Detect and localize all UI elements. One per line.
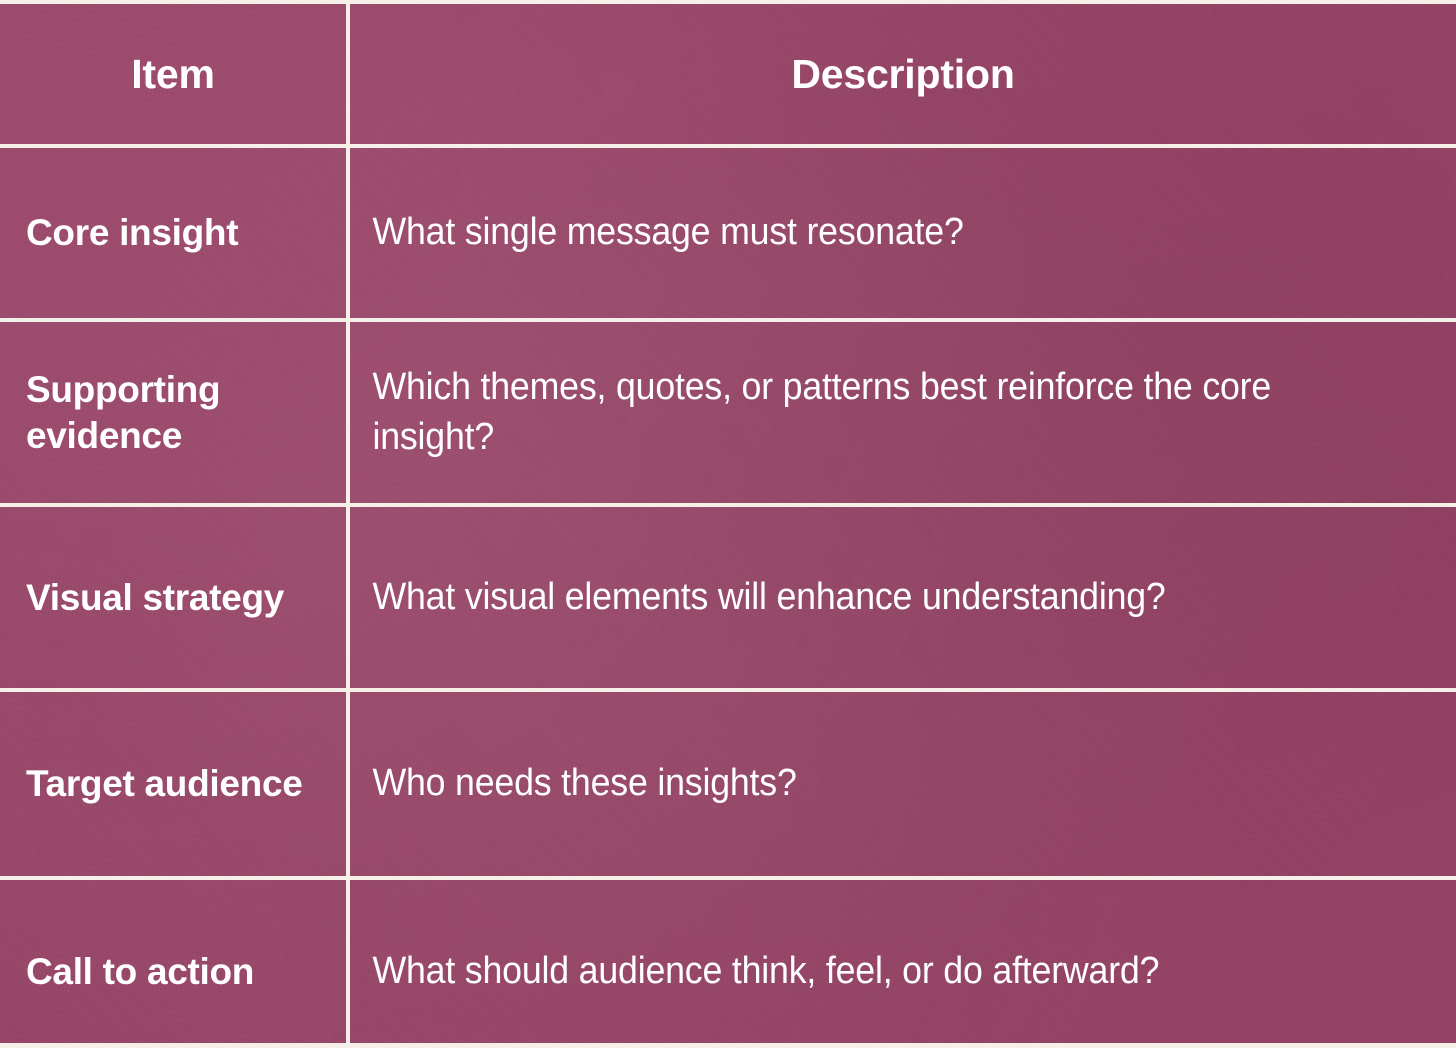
row-label-visual-strategy: Visual strategy [0, 505, 350, 692]
row-description-target-audience: Who needs these insights? [348, 690, 1390, 880]
table-row: Visual strategy What visual elements wil… [0, 505, 1456, 692]
top-edge-rule [0, 0, 1456, 4]
insight-matrix-table: Item Description Core insight What singl… [0, 4, 1456, 1048]
row-description-supporting-evidence: Which themes, quotes, or patterns best r… [348, 320, 1390, 507]
row-label-supporting-evidence: Supporting evidence [0, 320, 350, 507]
column-header-item: Item [0, 4, 350, 148]
table-row: Supporting evidence Which themes, quotes… [0, 320, 1456, 507]
row-label-core-insight: Core insight [0, 146, 350, 322]
table-row: Call to action What should audience thin… [0, 878, 1456, 1048]
table-header-row: Item Description [0, 4, 1456, 148]
row-description-core-insight: What single message must resonate? [348, 146, 1390, 322]
column-header-description: Description [348, 4, 1456, 148]
row-label-call-to-action: Call to action [0, 878, 350, 1048]
row-description-visual-strategy: What visual elements will enhance unders… [348, 505, 1390, 692]
bottom-edge-rule [0, 1043, 1456, 1048]
table-row: Core insight What single message must re… [0, 146, 1456, 322]
row-label-target-audience: Target audience [0, 690, 350, 880]
row-description-call-to-action: What should audience think, feel, or do … [372, 949, 1160, 992]
table-row: Target audience Who needs these insights… [0, 690, 1456, 880]
